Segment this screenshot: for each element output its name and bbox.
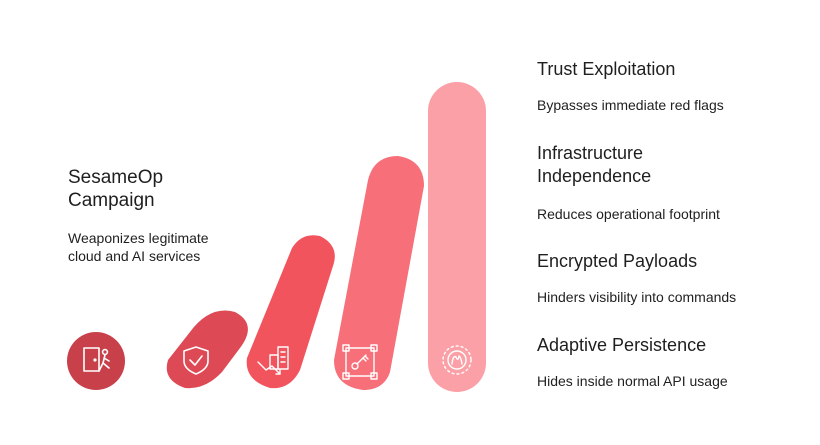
stage-3-desc: Hinders visibility into commands bbox=[537, 289, 737, 305]
stage-2-bar bbox=[166, 310, 248, 389]
stage-4-shape bbox=[334, 156, 424, 390]
stage-4-desc: Reduces operational footprint bbox=[537, 206, 720, 222]
exit-door-person-icon bbox=[83, 347, 110, 372]
campaign-subtitle-line1: Weaponizes legitimate bbox=[68, 230, 209, 246]
campaign-title: SesameOp Campaign bbox=[68, 166, 268, 212]
stage-5-shape bbox=[428, 82, 486, 392]
stage-3-shape bbox=[246, 235, 335, 389]
stage-4-label: Infrastructure Independence Reduces oper… bbox=[537, 142, 807, 222]
key-frame-icon bbox=[342, 344, 378, 380]
stage-2-desc: Hides inside normal API usage bbox=[537, 373, 728, 389]
campaign-title-line2: Campaign bbox=[68, 190, 155, 211]
stage-2-shape bbox=[166, 310, 248, 389]
stage-2-title: Adaptive Persistence bbox=[537, 335, 707, 355]
stage-5-bar bbox=[428, 82, 486, 392]
stage-3-bar bbox=[246, 235, 335, 389]
stage-3-title: Encrypted Payloads bbox=[537, 251, 698, 271]
stage-2-label: Adaptive Persistence Hides inside normal… bbox=[537, 334, 807, 389]
ai-badge-icon bbox=[442, 345, 472, 375]
stage-5-desc: Bypasses immediate red flags bbox=[537, 97, 724, 113]
campaign-title-block: SesameOp Campaign Weaponizes legitimate … bbox=[68, 166, 268, 265]
shield-check-icon bbox=[183, 346, 209, 375]
campaign-subtitle-line2: cloud and AI services bbox=[68, 248, 201, 264]
stage-3-label: Encrypted Payloads Hinders visibility in… bbox=[537, 250, 807, 305]
stage-4-bar bbox=[334, 156, 424, 390]
campaign-title-line1: SesameOp bbox=[68, 167, 164, 188]
campaign-subtitle: Weaponizes legitimate cloud and AI servi… bbox=[68, 229, 268, 265]
stage-4-title-line1: Infrastructure bbox=[537, 143, 644, 163]
building-arrow-icon bbox=[257, 346, 289, 375]
stage-4-title-line2: Independence bbox=[537, 166, 652, 186]
stage-5-label: Trust Exploitation Bypasses immediate re… bbox=[537, 58, 807, 113]
stage-5-title: Trust Exploitation bbox=[537, 59, 676, 79]
